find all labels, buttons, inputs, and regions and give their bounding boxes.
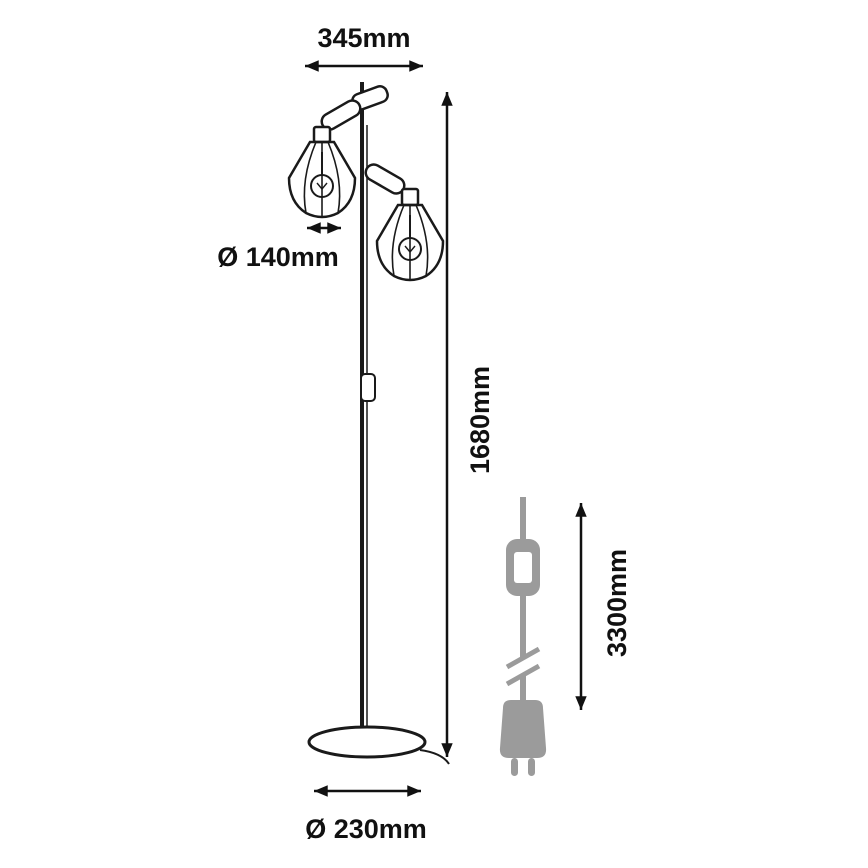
left-bulb-filament [316,182,328,191]
cord-switch-rocker [514,552,532,583]
left-shade-outline [287,140,357,219]
dimension-shade-label: Ø 140mm [217,242,339,272]
dimension-shade-diameter: Ø 140mm [217,222,341,272]
right-shade-socket [400,187,420,207]
left-shade-rib-2 [327,141,341,214]
dimension-height-label: 1680mm [465,366,495,474]
right-shade-rib-1 [391,204,405,277]
right-bulb [398,237,422,261]
floor-lamp-drawing [287,82,450,765]
dimension-base-diameter: Ø 230mm [305,785,427,844]
left-bulb [310,174,334,198]
dimension-width: 345mm [305,23,423,72]
cord-plug-body [499,700,547,758]
dimension-cable-label: 3300mm [602,549,632,657]
dimension-height: 1680mm [441,92,495,757]
cord-break-slash-1 [505,646,541,670]
right-bulb-filament [404,245,416,254]
lamp-pole-switch [360,373,376,402]
lamp-base-cord-tail [419,749,450,765]
right-shade-outline [375,203,445,282]
lamp-left-arm [320,99,362,131]
left-cage-shade [287,140,357,219]
right-cage-shade [375,203,445,282]
dimension-base-label: Ø 230mm [305,814,427,844]
dimension-cable-length: 3300mm [575,503,632,710]
right-shade-rib-2 [415,204,429,277]
dimension-width-label: 345mm [317,23,410,53]
lamp-base [307,725,427,759]
power-cord-drawing [499,497,547,776]
cord-plug-prong-right [528,758,535,776]
cord-plug-prong-left [511,758,518,776]
left-shade-rib-1 [303,141,317,214]
cord-break-slash-2 [505,663,541,687]
lamp-right-arm [364,163,406,195]
left-shade-socket [312,125,332,144]
